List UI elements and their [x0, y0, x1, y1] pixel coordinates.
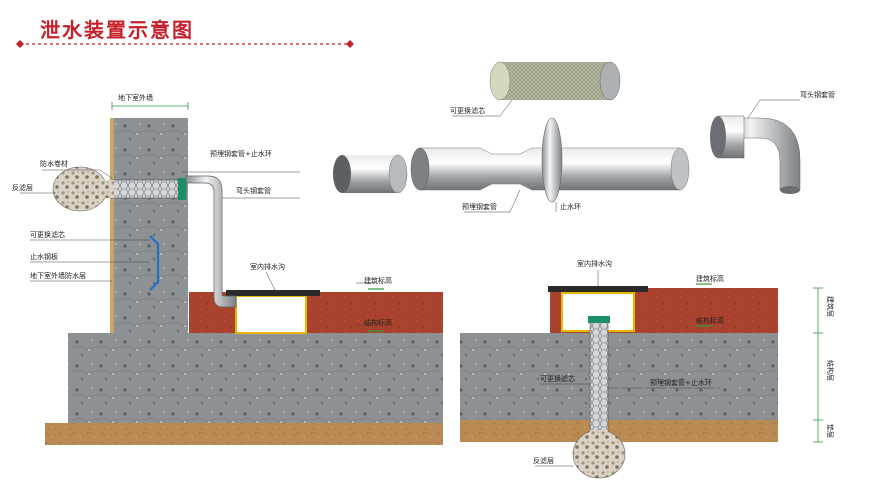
label-exploded-elbow: 弯头钢套管 [800, 90, 835, 99]
label-right-building-level: 建筑标高 [696, 274, 724, 283]
left-indoor-gutter [235, 295, 307, 334]
exploded-callout-lines [452, 99, 800, 213]
left-gutter-grate [226, 290, 320, 296]
exploded-view [333, 61, 801, 203]
left-structural-slab [68, 333, 443, 423]
label-left-gutter: 室内排水沟 [250, 262, 285, 271]
left-elbow-pipe [185, 175, 237, 308]
label-sleeve-ring: 预埋钢套管+止水环 [210, 149, 272, 158]
right-gutter-grate [548, 286, 648, 292]
label-replaceable-filter: 可更换滤芯 [30, 230, 65, 239]
right-blank-left [460, 288, 550, 333]
label-right-structure-level: 结构标高 [696, 316, 724, 325]
waterproof-membrane [110, 118, 114, 333]
left-reverse-filter [52, 166, 108, 212]
right-section [460, 286, 823, 479]
label-side-structure-layer: 结构层 [826, 360, 835, 381]
label-waterstop-plate: 止水钢板 [30, 252, 58, 261]
label-exploded-ring: 止水环 [560, 202, 581, 211]
left-waterstop-ring [178, 178, 186, 200]
right-waterstop-ring [588, 316, 610, 323]
exploded-filter-cartridge [500, 62, 610, 100]
label-basement-wall: 地下室外墙 [118, 93, 153, 102]
label-right-sleeve-ring: 预埋钢套管+止水环 [650, 378, 712, 387]
left-soil-cushion [45, 423, 443, 445]
label-exploded-sleeve: 预埋钢套管 [462, 202, 497, 211]
label-side-cushion: 垫层 [826, 424, 835, 438]
page-title: 泄水装置示意图 [40, 18, 194, 42]
label-right-reverse-filter: 反滤层 [533, 456, 554, 465]
waterstop-steel-plate [149, 235, 160, 291]
label-right-gutter: 室内排水沟 [577, 259, 612, 268]
title-underline [16, 40, 354, 48]
label-reverse-filter: 反滤层 [12, 183, 33, 192]
label-right-filter: 可更换滤芯 [540, 374, 575, 383]
right-callout-lines [535, 270, 720, 467]
left-section [45, 102, 443, 445]
label-wall-waterproof: 地下室外墙防水层 [30, 271, 86, 280]
label-exploded-filter: 可更换滤芯 [450, 106, 485, 115]
right-soil-cushion [460, 420, 778, 442]
label-side-building-layer: 建筑层 [826, 296, 835, 317]
right-structural-slab [460, 333, 778, 420]
label-left-structure-level: 结构标高 [364, 318, 392, 327]
exploded-water-ring [541, 117, 563, 203]
right-vertical-sleeve [589, 317, 609, 435]
left-callout-lines [20, 169, 376, 326]
left-horizontal-sleeve [109, 179, 187, 199]
label-elbow-sleeve: 弯头钢套管 [236, 186, 271, 195]
label-left-building-level: 建筑标高 [364, 276, 392, 285]
basement-exterior-wall [112, 118, 188, 333]
exploded-short-pipe [342, 155, 398, 193]
label-waterproof-roll: 防水卷材 [40, 159, 68, 168]
